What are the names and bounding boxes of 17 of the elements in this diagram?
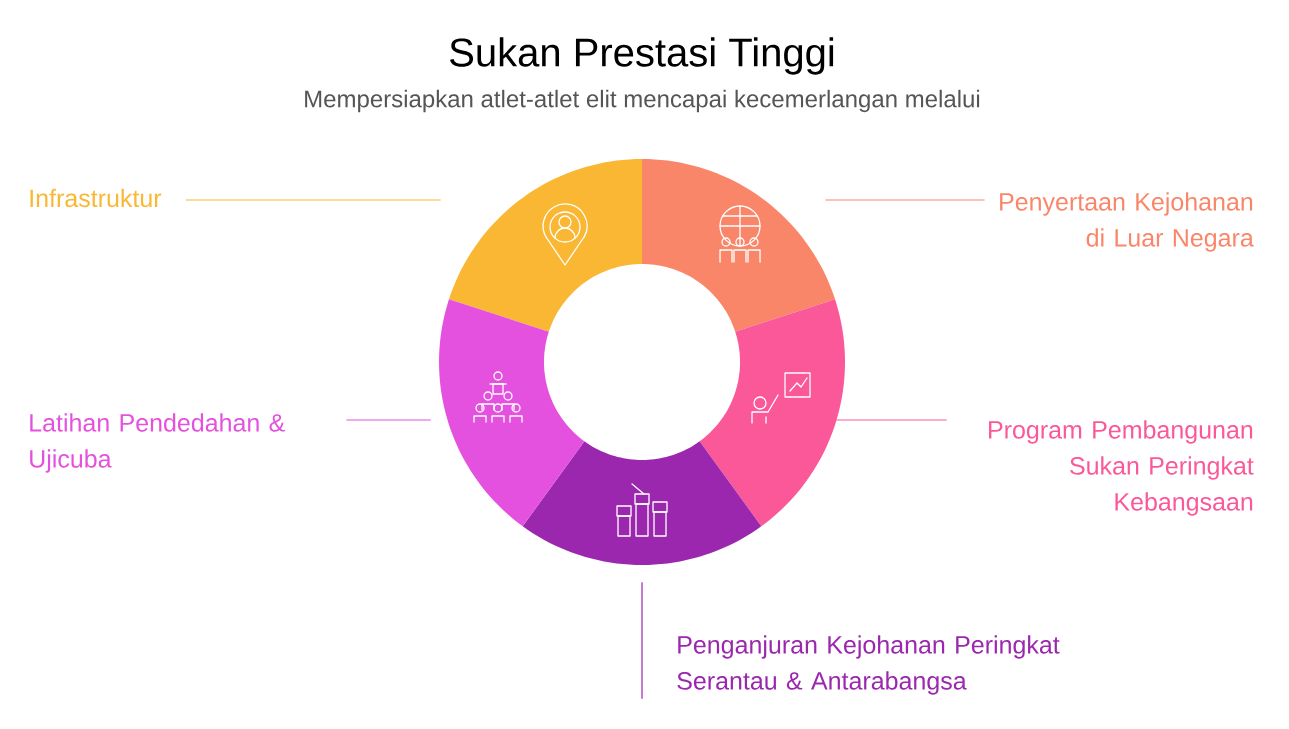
title: Sukan Prestasi Tinggi — [450, 37, 834, 75]
ring-segment — [448, 159, 642, 332]
leader-line — [185, 199, 442, 201]
leader-line — [834, 419, 948, 421]
label-text: Penyertaan Kejohanan di Luar Negara — [1000, 192, 1254, 252]
label-text: Program Pembangunan Sukan Peringkat Kebangsaan — [989, 420, 1254, 516]
ring-segment — [642, 159, 836, 332]
subtitle: Mempersiapkan atlet-atlet elit mencapai kecemerlangan melalui — [305, 89, 980, 113]
ring-segment — [699, 299, 845, 527]
leader-line — [641, 581, 643, 700]
leader-line — [824, 199, 986, 201]
ring-segment — [522, 441, 762, 565]
leader-line — [345, 419, 432, 421]
label-text: Latihan Pendedahan & Ujicuba — [30, 413, 285, 473]
label-text: Penganjuran Kejohanan Peringkat Serantau & Antarabangsa — [677, 635, 1060, 695]
label-text: Infrastruktur — [30, 188, 162, 208]
ring-segment — [439, 299, 585, 527]
